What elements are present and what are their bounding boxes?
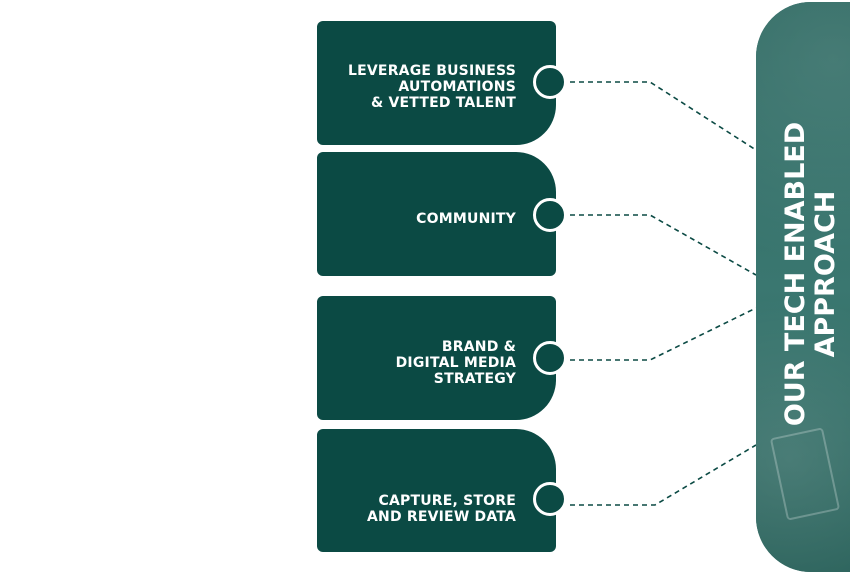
banner-title: OUR TECH ENABLED APPROACH	[780, 121, 841, 427]
connector-node-3	[533, 341, 567, 375]
card-label: LEVERAGE BUSINESS AUTOMATIONS & VETTED T…	[348, 63, 516, 111]
connector-4	[570, 444, 757, 506]
connector-node-1	[533, 65, 567, 99]
approach-card-automations: LEVERAGE BUSINESS AUTOMATIONS & VETTED T…	[317, 21, 556, 145]
banner-title-line2: APPROACH	[810, 190, 841, 358]
approach-card-data: CAPTURE, STORE AND REVIEW DATA	[317, 429, 556, 552]
approach-banner: OUR TECH ENABLED APPROACH	[756, 2, 850, 572]
card-label: COMMUNITY	[416, 211, 516, 227]
approach-card-community: COMMUNITY	[317, 152, 556, 276]
connector-node-2	[533, 198, 567, 232]
connector-2	[570, 214, 757, 276]
banner-photo-background	[756, 2, 850, 572]
card-label: BRAND & DIGITAL MEDIA STRATEGY	[395, 339, 516, 387]
approach-card-brand-media: BRAND & DIGITAL MEDIA STRATEGY	[317, 296, 556, 420]
banner-title-line1: OUR TECH ENABLED	[780, 121, 811, 427]
card-label: CAPTURE, STORE AND REVIEW DATA	[367, 493, 516, 525]
connector-node-4	[533, 482, 567, 516]
connector-3	[570, 307, 757, 361]
connector-1	[570, 81, 757, 151]
